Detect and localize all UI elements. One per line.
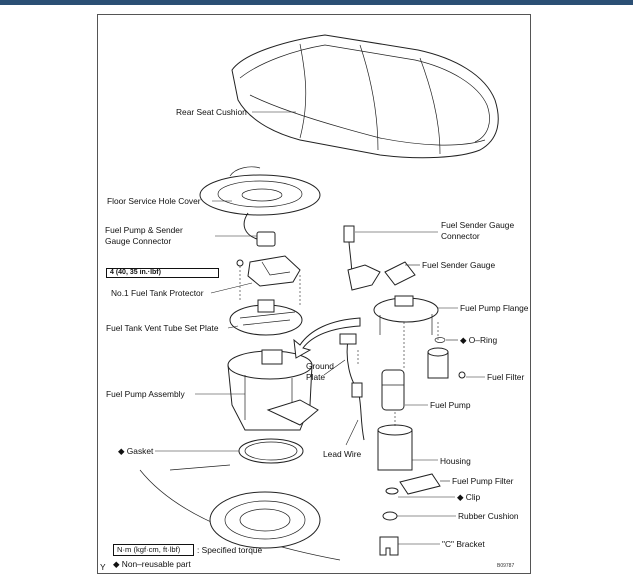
label-fuel-sender-gauge: Fuel Sender Gauge: [422, 260, 496, 270]
label-fuel-pump-filter: Fuel Pump Filter: [452, 476, 514, 486]
corner-mark: Y: [100, 562, 106, 572]
label-pump-sender-connector-line1: Fuel Pump & Sender: [105, 225, 183, 235]
label-rubber-cushion: Rubber Cushion: [458, 511, 519, 521]
figure-code: B09787: [497, 563, 515, 569]
label-housing: Housing: [440, 456, 471, 466]
torque-spec-box: 4 (40, 35 in.·lbf): [106, 268, 219, 278]
fuel-pump-flange-drawing: [373, 295, 458, 335]
label-fuel-pump: Fuel Pump: [430, 400, 471, 410]
label-floor-service-hole-cover: Floor Service Hole Cover: [107, 196, 201, 206]
label-rear-seat-cushion: Rear Seat Cushion: [176, 107, 247, 117]
floor-service-hole-cover-drawing: [199, 166, 321, 216]
label-fuel-pump-assembly: Fuel Pump Assembly: [106, 389, 185, 399]
ground-plate-lead-wire-drawing: [323, 333, 365, 446]
tank-opening-drawing: [139, 464, 341, 561]
label-fuel-pump-flange: Fuel Pump Flange: [460, 303, 529, 313]
sender-gauge-drawing: [343, 225, 438, 291]
pump-connector-drawing: [215, 212, 276, 247]
label-pump-sender-connector-line2: Gauge Connector: [105, 236, 172, 246]
label-gasket: ◆ Gasket: [118, 446, 154, 456]
label-ground-plate-line2: Plate: [306, 372, 326, 382]
rear-seat-cushion-drawing: [231, 34, 499, 159]
label-lead-wire: Lead Wire: [323, 449, 362, 459]
label-sender-gauge-connector-line1: Fuel Sender Gauge: [441, 220, 515, 230]
label-vent-tube-set-plate: Fuel Tank Vent Tube Set Plate: [106, 323, 219, 333]
label-clip: ◆ Clip: [457, 492, 481, 502]
o-ring-filter-drawing: [427, 337, 485, 379]
window-top-bar: [0, 0, 633, 5]
gasket-drawing: [155, 438, 304, 464]
vent-tube-set-plate-drawing: [227, 299, 303, 336]
housing-drawing: [377, 424, 438, 471]
legend-torque-description: : Specified torque: [197, 545, 263, 555]
clip-drawing: [385, 487, 455, 498]
fuel-pump-filter-drawing: [399, 473, 450, 495]
legend-torque-unit-box: N·m (kgf·cm, ft·lbf): [113, 544, 194, 556]
label-fuel-tank-protector: No.1 Fuel Tank Protector: [111, 288, 204, 298]
diagram-frame: [97, 14, 531, 574]
label-fuel-filter: Fuel Filter: [487, 372, 525, 382]
rubber-cushion-drawing: [382, 511, 456, 521]
label-ground-plate-line1: Ground: [306, 361, 334, 371]
legend-non-reusable: ◆ Non–reusable part: [113, 559, 191, 569]
label-c-bracket: "C" Bracket: [442, 539, 485, 549]
fuel-pump-assembly-drawing: [195, 349, 319, 431]
fuel-tank-protector-drawing: [210, 255, 301, 294]
fuel-pump-drawing: [381, 369, 428, 411]
c-bracket-drawing: [379, 536, 440, 556]
label-o-ring: ◆ O–Ring: [460, 335, 498, 345]
label-sender-gauge-connector-line2: Connector: [441, 231, 480, 241]
